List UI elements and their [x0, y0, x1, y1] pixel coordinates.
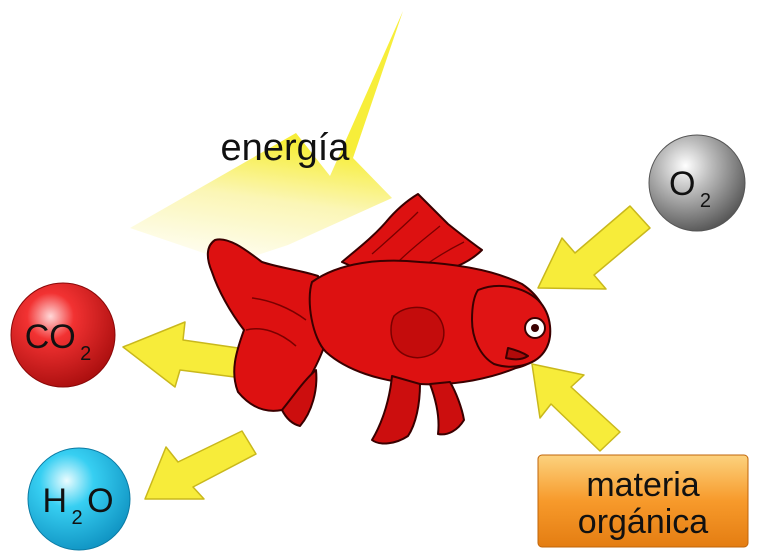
energy-label: energía — [221, 127, 351, 169]
oxygen-input-arrow — [538, 206, 650, 289]
carbon-dioxide-subscript: 2 — [80, 343, 91, 365]
oxygen-sphere: O 2 — [649, 135, 745, 231]
oxygen-subscript: 2 — [700, 190, 711, 212]
organic-matter-box: materia orgánica — [538, 455, 748, 547]
water-symbol-h: H — [42, 482, 67, 520]
water-sphere: H 2 O — [28, 448, 130, 550]
water-subscript: 2 — [71, 507, 82, 529]
water-symbol-o: O — [87, 482, 113, 520]
organic-matter-line1: materia — [586, 466, 699, 504]
carbon-dioxide-symbol: CO — [25, 318, 76, 356]
carbon-dioxide-output-arrow — [123, 322, 252, 387]
organic-matter-input-arrow — [532, 364, 620, 451]
water-output-arrow — [145, 431, 256, 499]
energy-arrow: energía — [130, 11, 403, 263]
oxygen-symbol: O — [669, 165, 695, 203]
organic-matter-line2: orgánica — [578, 503, 709, 541]
carbon-dioxide-sphere: CO 2 — [11, 283, 115, 387]
